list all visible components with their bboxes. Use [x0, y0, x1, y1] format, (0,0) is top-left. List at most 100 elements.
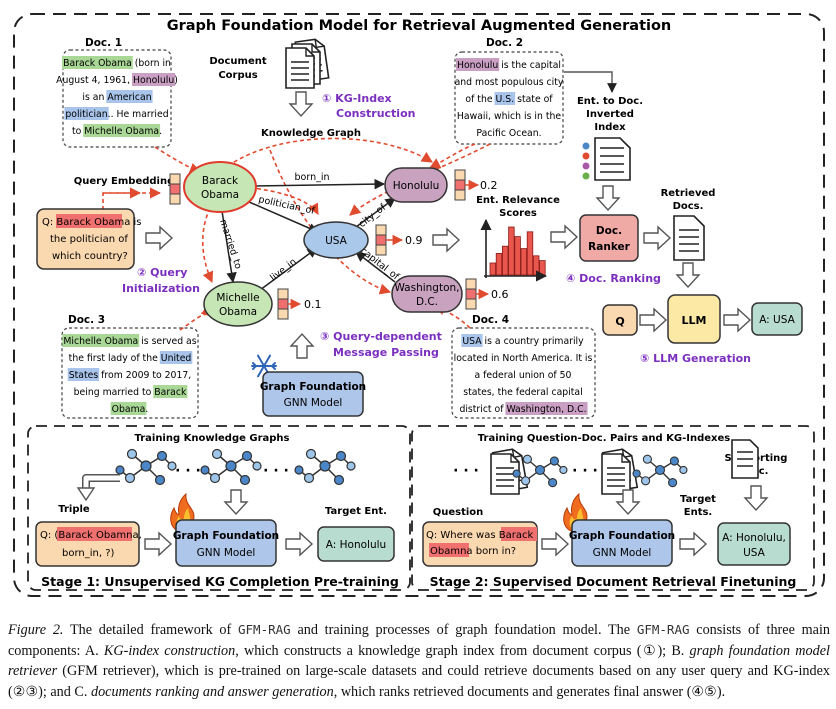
kg-edges	[221, 178, 396, 291]
doc2-title: Doc. 2	[486, 37, 523, 49]
entity-highlight	[83, 124, 161, 137]
entity-highlight	[67, 368, 100, 381]
svg-text:Obama: Obama	[219, 306, 257, 318]
gnn-label-1: Graph Foundation	[260, 381, 366, 393]
stage1-dots-1: · · ·	[175, 463, 201, 479]
edge-politician-of: politician_of	[257, 194, 316, 217]
stage1-answer: A: Honolulu	[326, 539, 386, 551]
caption-text-6: , which ranks retrieved documents and ge…	[333, 683, 726, 700]
training-graph-1	[115, 448, 177, 486]
entity-highlight	[106, 90, 153, 103]
query-text-1: Q: Barack Obama is	[42, 217, 142, 228]
retrieved-label-1: Retrieved	[661, 188, 716, 199]
answer-label: A: USA	[759, 314, 795, 326]
caption-text-4: , which constructs a knowledge graph ind…	[235, 642, 690, 659]
stage1-gnn-label-1: Graph Foundation	[173, 530, 279, 542]
stage1-title: Stage 1: Unsupervised KG Completion Pre-…	[41, 574, 399, 589]
stage1-query-arrow	[144, 532, 172, 556]
histogram-bar	[501, 245, 509, 276]
supporting-doc-icon	[731, 439, 759, 479]
stage2-answer-1: A: Honolulu,	[722, 532, 786, 544]
score-honolulu: 0.2	[480, 179, 498, 192]
supporting-doc-down-arrow	[744, 485, 768, 511]
node-michelle-obama: Michelle Obama	[203, 281, 273, 327]
relevance-label-1: Ent. Relevance	[476, 195, 560, 206]
relevance-histogram	[489, 226, 546, 276]
doc3-line-4: Obama.	[112, 404, 149, 415]
doc1-line-3: politician.. He married	[65, 109, 168, 120]
training-pair-docs-icon	[490, 447, 529, 495]
edge-live-in: live_in	[268, 256, 299, 283]
retrieved-label-2: Docs.	[673, 201, 704, 212]
doc3-title: Doc. 3	[68, 314, 105, 326]
svg-text:Washington,: Washington,	[394, 282, 459, 294]
outer-frame	[13, 13, 825, 597]
llm-to-answer-arrow	[723, 308, 751, 332]
stage1-target-label: Target Ent.	[325, 506, 387, 517]
doc4-line-4: district of Washington, D.C.	[459, 404, 586, 415]
target-ents-label-2: Ents.	[684, 507, 712, 518]
score-vector-michelle	[277, 288, 289, 320]
svg-text:Barack: Barack	[202, 175, 239, 187]
doc3-line-2: States from 2009 to 2017,	[69, 370, 192, 381]
score-vector-washington	[465, 278, 477, 310]
question-label: Question	[433, 507, 484, 518]
stage1-dots-2: · · ·	[263, 463, 289, 479]
doc2-line-0: Honolulu is the capital	[457, 60, 561, 71]
caption-gfm-retriever: graph foundation model retriever	[8, 642, 830, 680]
doc1-title: Doc. 1	[85, 37, 122, 49]
score-usa: 0.9	[405, 234, 423, 247]
target-ents-label-1: Target	[680, 494, 716, 505]
stage1-query-text-2: born_in, ?)	[62, 548, 115, 559]
query-right-arrow	[145, 226, 173, 250]
edge-born-in: born_in	[294, 172, 329, 183]
query-to-vector-link	[102, 187, 162, 210]
node-usa: USA	[303, 221, 369, 259]
svg-text:Honolulu: Honolulu	[393, 180, 440, 192]
stage2-answer-box	[717, 522, 791, 566]
doc2-line-4: Pacific Ocean.	[476, 128, 541, 139]
doc4-line-1: located in North America. It is	[454, 353, 593, 364]
doc3-line-0: Michelle Obama is served as	[63, 336, 196, 347]
document-corpus-icon	[285, 37, 330, 89]
inverted-index-icon	[582, 137, 631, 181]
stage1-frame	[27, 425, 411, 591]
stage2-gnn-arrow	[679, 532, 707, 556]
gnn-label-2: GNN Model	[284, 397, 343, 409]
histogram-bar	[520, 248, 527, 276]
corpus-label-2: Corpus	[218, 70, 257, 81]
q-input-box	[602, 304, 638, 336]
doc4-line-0: USA is a country primarily	[462, 336, 584, 347]
entity-highlight	[110, 402, 147, 415]
retrieved-to-llm-arrow	[676, 262, 700, 288]
entity-highlight	[132, 73, 176, 86]
stage2-query-text-2: Obamna born in?	[430, 546, 516, 557]
score-vector-honolulu	[454, 169, 466, 201]
histogram-bar	[495, 252, 503, 276]
stage2-dots-2: · · ·	[572, 463, 598, 479]
entity-highlight	[456, 58, 500, 71]
stage2-entity-highlight-1	[501, 527, 537, 541]
entity-highlight	[62, 56, 133, 69]
training-graph-3	[294, 448, 356, 486]
query-init-label-2: Initialization	[122, 282, 200, 295]
doc1-line-1: August 4, 1961, Honolulu)	[56, 75, 178, 86]
doc1-line-4: to Michelle Obama.	[72, 126, 162, 137]
ranker-to-retrieved-arrow	[643, 226, 671, 250]
training-graph-2	[200, 448, 262, 486]
message-passing-label-2: Message Passing	[333, 346, 439, 359]
relevance-label-2: Scores	[499, 208, 537, 219]
score-michelle: 0.1	[304, 298, 322, 311]
query-embedding-vector	[169, 173, 181, 205]
stage2-gnn-label-2: GNN Model	[593, 547, 652, 559]
caption-text-2: and training processes of graph foundati…	[290, 622, 637, 638]
inverted-label-2: Inverted	[586, 109, 634, 120]
llm-gen-label: ⑤ LLM Generation	[640, 352, 751, 365]
doc2-line-3: Hawaii, which is in the	[457, 111, 561, 122]
caption-text-3: consists of three main components: A.	[8, 622, 830, 659]
node-barack-obama: Barack Obama	[183, 161, 257, 213]
knowledge-graph-label: Knowledge Graph	[261, 128, 361, 139]
